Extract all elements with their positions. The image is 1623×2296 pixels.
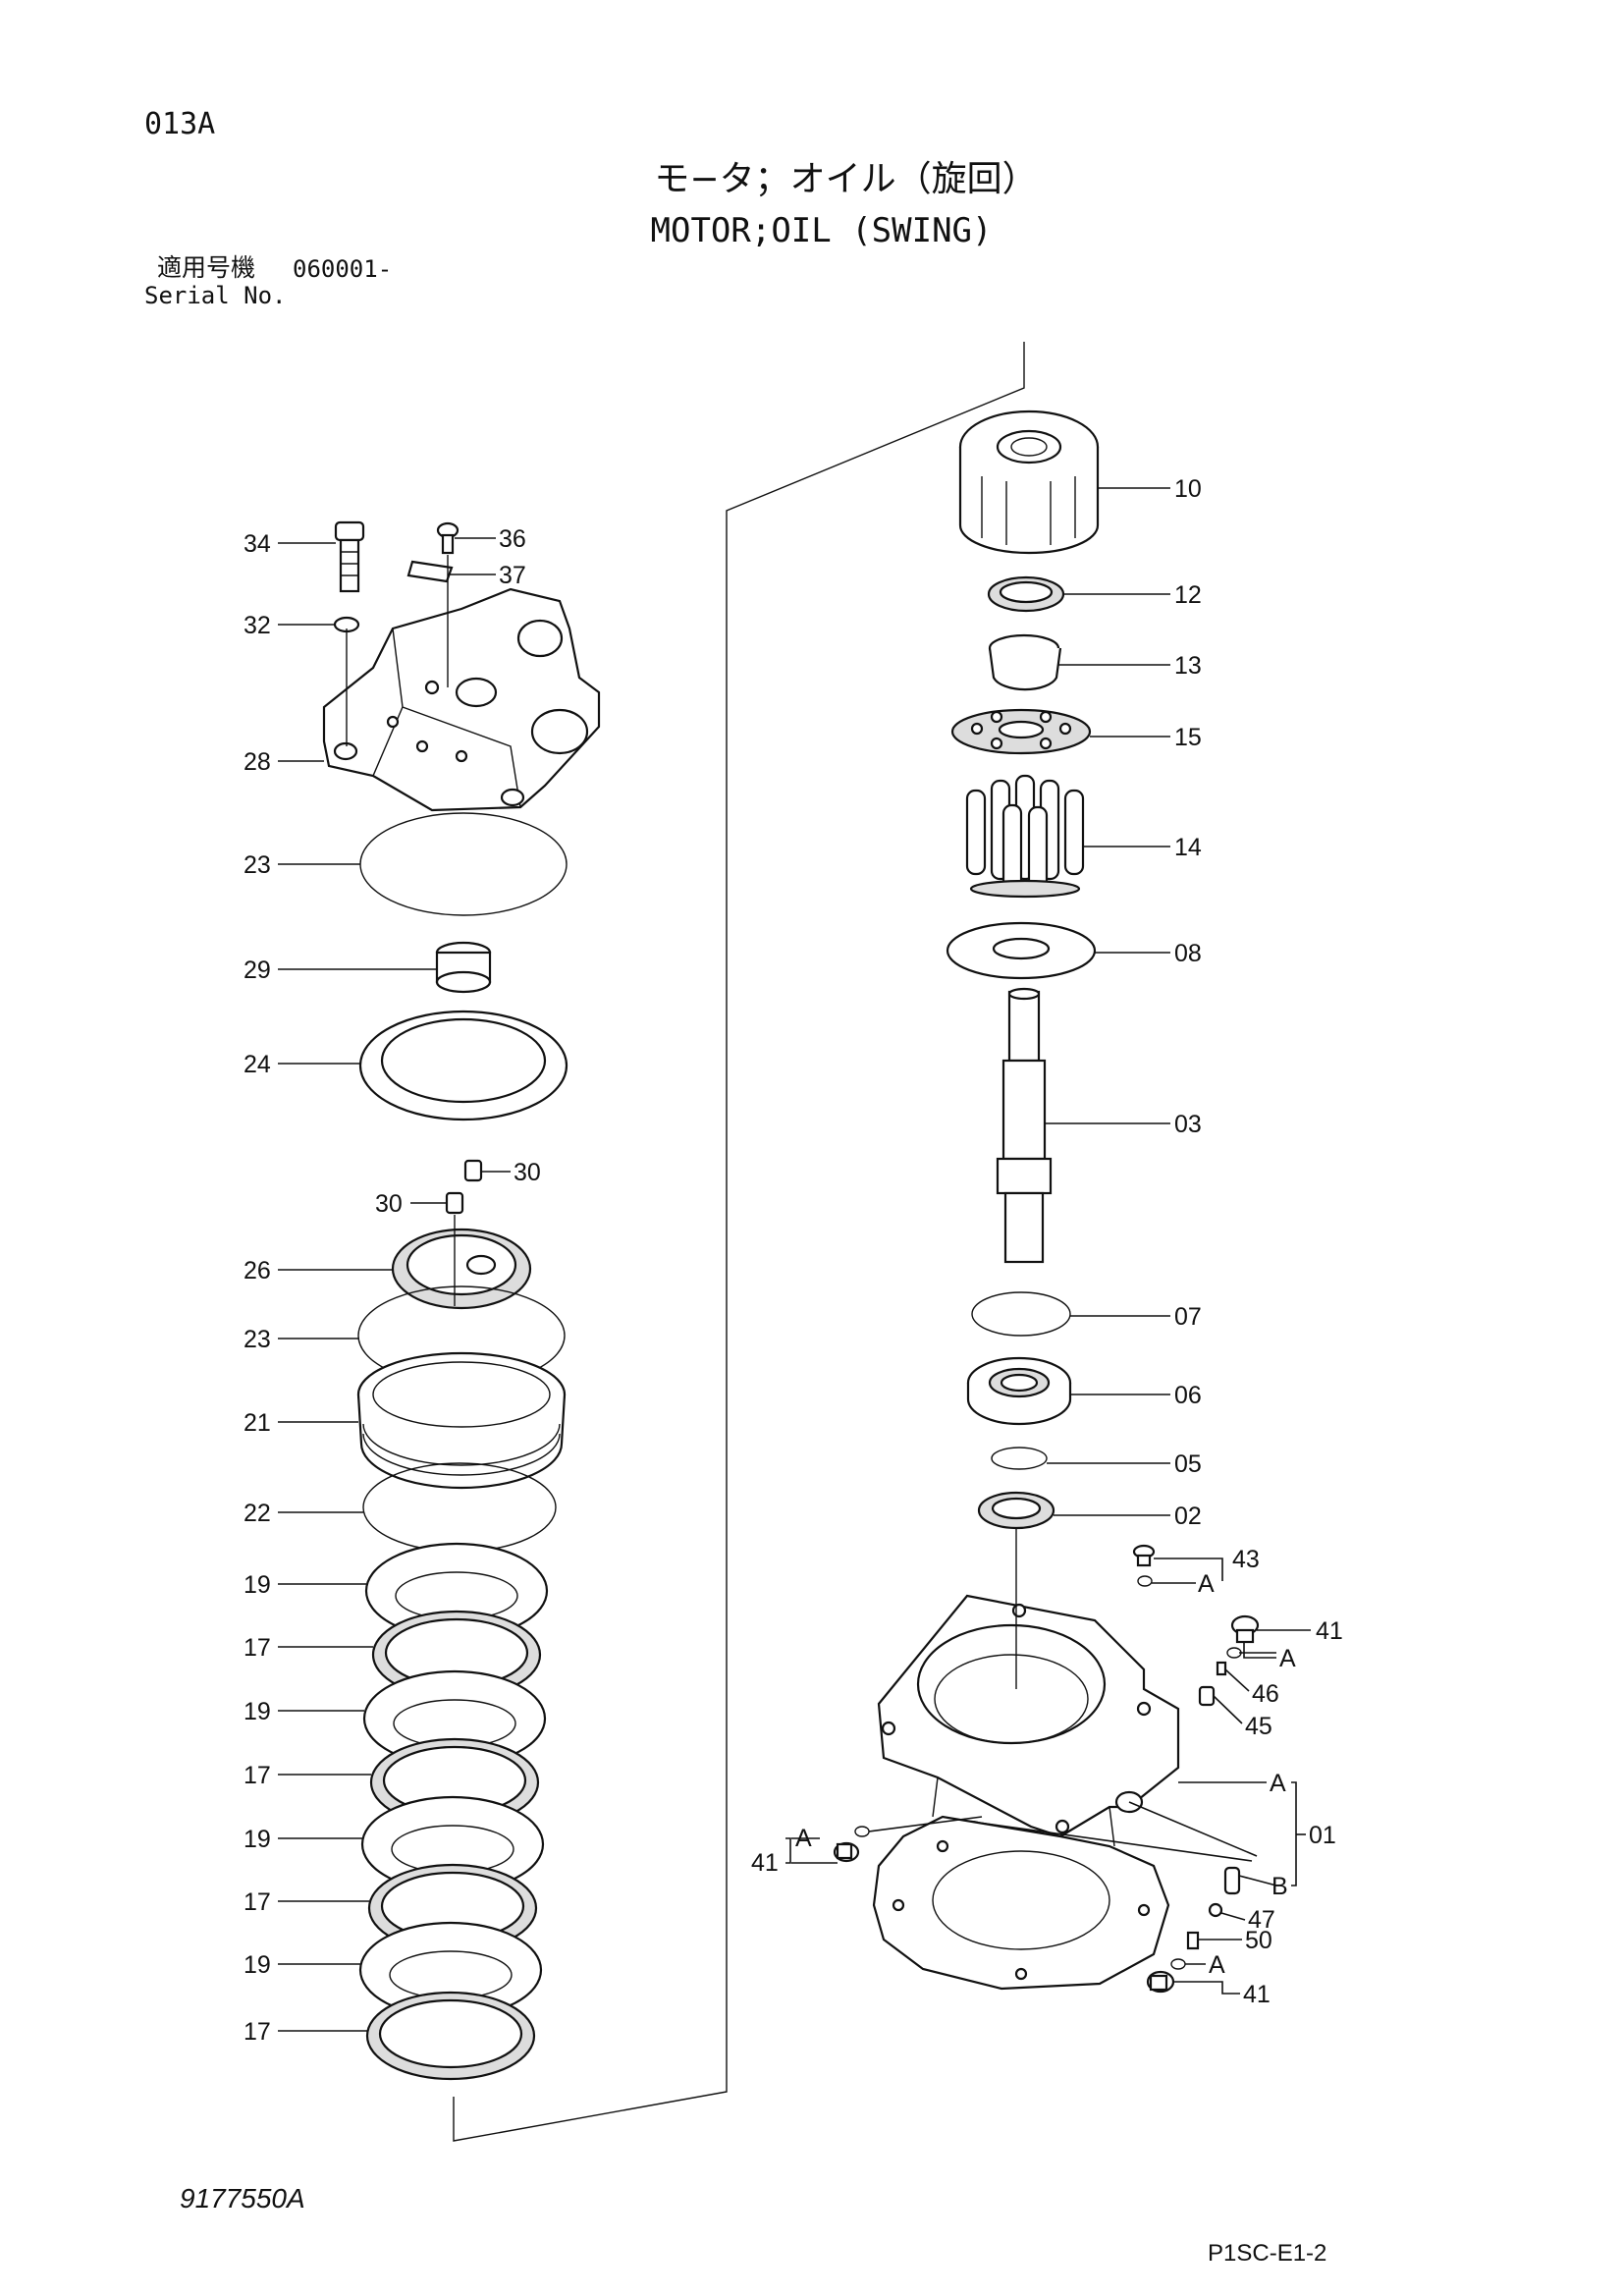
callout-26: 26 bbox=[243, 1257, 271, 1285]
part-14-piston-set bbox=[965, 774, 1085, 899]
callout-15: 15 bbox=[1174, 724, 1202, 751]
callout-labels-left: 34 36 37 32 28 23 29 24 30 30 26 23 21 2… bbox=[243, 525, 541, 2046]
callout-30-a: 30 bbox=[514, 1159, 541, 1186]
callout-17-3: 17 bbox=[243, 1888, 271, 1916]
part-07-snap-ring bbox=[971, 1291, 1071, 1337]
callout-01: 01 bbox=[1309, 1822, 1336, 1849]
serial-label-english: Serial No. bbox=[144, 282, 287, 309]
part-10-cylinder-block bbox=[958, 410, 1100, 555]
callout-12: 12 bbox=[1174, 581, 1202, 609]
part-13-spherical-bush bbox=[988, 633, 1062, 691]
serial-label-japanese: 適用号機 bbox=[157, 253, 256, 282]
title-english: MOTOR;OIL (SWING) bbox=[650, 211, 993, 250]
callout-23-lower: 23 bbox=[243, 1326, 271, 1353]
part-41-plug-left bbox=[833, 1826, 870, 1863]
callout-21: 21 bbox=[243, 1409, 271, 1437]
drawing-number: 9177550A bbox=[180, 2183, 305, 2214]
part-46-orifice bbox=[1216, 1661, 1227, 1676]
callout-41-left: 41 bbox=[751, 1849, 779, 1877]
callout-07: 07 bbox=[1174, 1303, 1202, 1331]
part-03-shaft bbox=[996, 987, 1053, 1264]
callout-03: 03 bbox=[1174, 1111, 1202, 1138]
callout-17-1: 17 bbox=[243, 1634, 271, 1662]
part-43-plug bbox=[1132, 1544, 1156, 1587]
callout-19-2: 19 bbox=[243, 1698, 271, 1725]
part-50-spring bbox=[1186, 1931, 1200, 1950]
part-34-bolt bbox=[334, 520, 365, 593]
part-30-plug-a bbox=[463, 1159, 483, 1182]
part-b-valve bbox=[1223, 1866, 1241, 1895]
part-41-plug-bottom bbox=[1146, 1958, 1186, 1994]
assembly-bracket-line bbox=[453, 342, 1025, 2142]
callout-34: 34 bbox=[243, 530, 271, 558]
part-28-valve-casing bbox=[322, 555, 601, 812]
leader-lines-right bbox=[785, 487, 1311, 1995]
callout-06: 06 bbox=[1174, 1382, 1202, 1409]
sheet-reference: P1SC-E1-2 bbox=[1208, 2240, 1327, 2267]
part-30-plug-b bbox=[445, 1191, 464, 1215]
callout-19-4: 19 bbox=[243, 1951, 271, 1979]
callout-19-3: 19 bbox=[243, 1826, 271, 1853]
part-21-brake-piston bbox=[356, 1351, 567, 1490]
callout-10: 10 bbox=[1174, 475, 1202, 503]
callout-50: 50 bbox=[1245, 1927, 1272, 1954]
callout-b: B bbox=[1271, 1873, 1288, 1900]
callout-41-top: 41 bbox=[1316, 1617, 1343, 1645]
callout-08: 08 bbox=[1174, 940, 1202, 967]
callout-19-1: 19 bbox=[243, 1571, 271, 1599]
callout-a-43: A bbox=[1198, 1570, 1215, 1598]
callout-17-2: 17 bbox=[243, 1762, 271, 1789]
part-06-bearing bbox=[966, 1356, 1072, 1426]
callout-17-4: 17 bbox=[243, 2018, 271, 2046]
callout-46: 46 bbox=[1252, 1680, 1279, 1708]
part-23-o-ring-upper bbox=[359, 812, 568, 916]
part-29-needle-bearing bbox=[435, 941, 492, 994]
callout-22: 22 bbox=[243, 1500, 271, 1527]
callout-a-41-top: A bbox=[1279, 1645, 1296, 1672]
callout-28: 28 bbox=[243, 748, 271, 776]
callout-36: 36 bbox=[499, 525, 526, 553]
part-37-plate bbox=[406, 560, 454, 583]
part-36-screw bbox=[436, 521, 460, 555]
callout-24: 24 bbox=[243, 1051, 271, 1078]
callout-30-b: 30 bbox=[375, 1190, 403, 1218]
callout-13: 13 bbox=[1174, 652, 1202, 680]
part-01-casing bbox=[872, 1528, 1180, 1991]
callout-29: 29 bbox=[243, 957, 271, 984]
callout-45: 45 bbox=[1245, 1713, 1272, 1740]
part-24-plate bbox=[358, 1010, 568, 1121]
callout-47: 47 bbox=[1248, 1906, 1275, 1934]
part-41-plug-top bbox=[1226, 1614, 1260, 1659]
callout-02: 02 bbox=[1174, 1503, 1202, 1530]
callout-a-41-left: A bbox=[795, 1825, 812, 1852]
callout-05: 05 bbox=[1174, 1450, 1202, 1478]
callout-37: 37 bbox=[499, 562, 526, 589]
part-15-retainer-plate bbox=[950, 708, 1092, 755]
callout-32: 32 bbox=[243, 612, 271, 639]
callout-14: 14 bbox=[1174, 834, 1202, 861]
callout-23-upper: 23 bbox=[243, 851, 271, 879]
part-45-plug bbox=[1198, 1685, 1216, 1707]
part-05-snap-ring bbox=[991, 1447, 1048, 1470]
part-17-friction-plate-4 bbox=[365, 1991, 536, 2081]
callout-41-bottom: 41 bbox=[1243, 1981, 1271, 2008]
title-japanese: モ−タ；オイル（旋回） bbox=[654, 159, 1038, 199]
callout-a-casing: A bbox=[1270, 1770, 1286, 1797]
serial-number-value: 060001- bbox=[293, 255, 393, 283]
part-08-shoe-plate bbox=[946, 921, 1097, 980]
callout-43: 43 bbox=[1232, 1546, 1260, 1573]
part-02-oil-seal bbox=[977, 1491, 1055, 1530]
callout-labels-right: 10 12 13 15 14 08 03 07 06 05 02 43 A 41… bbox=[751, 475, 1343, 2008]
page-code: 013A bbox=[144, 107, 216, 141]
leader-lines-left bbox=[278, 537, 511, 2032]
callout-a-41-bottom: A bbox=[1209, 1951, 1225, 1979]
part-12-ring bbox=[987, 575, 1065, 613]
part-47-orifice bbox=[1208, 1902, 1223, 1918]
part-26-valve-plate bbox=[391, 1215, 532, 1310]
